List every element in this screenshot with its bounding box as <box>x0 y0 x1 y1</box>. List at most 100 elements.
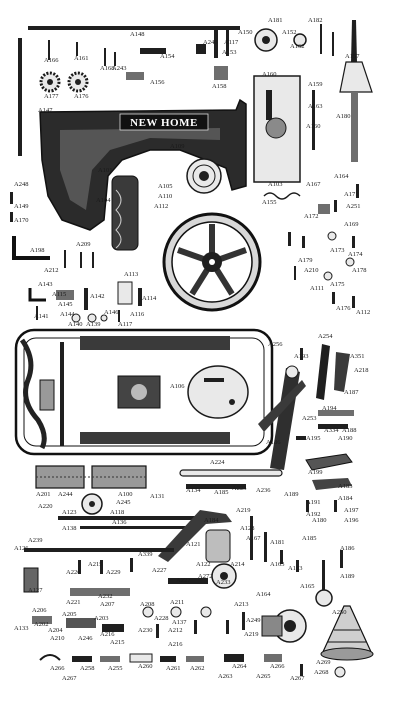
top-parts-group <box>18 20 373 183</box>
part-label: A148 <box>130 31 144 38</box>
part-small-plate <box>72 656 92 662</box>
part-label: A133 <box>14 625 28 632</box>
part-label: A250 <box>332 609 346 616</box>
part-screw <box>78 560 81 574</box>
part-lever-arm <box>316 344 330 400</box>
part-wheel <box>315 589 333 607</box>
part-rod <box>80 526 200 529</box>
part-label: A268 <box>314 669 328 676</box>
part-screw <box>194 620 197 634</box>
part-bobbin-hub <box>220 572 228 580</box>
part-label: A169 <box>344 221 358 228</box>
part-label: A152 <box>282 29 296 36</box>
lower-parts-group <box>23 465 374 678</box>
part-label: A202 <box>34 621 48 628</box>
part-small-plate <box>224 654 244 662</box>
part-label: A160 <box>306 123 320 130</box>
part-label: A117 <box>118 321 133 328</box>
part-machine-arm-highlight <box>60 128 220 210</box>
part-bed-ornament-bottom <box>80 432 230 444</box>
part-screw <box>352 296 355 308</box>
part-label: A196 <box>344 517 359 524</box>
part-pin <box>264 532 267 562</box>
part-lever <box>28 288 46 302</box>
part-label: A126 <box>14 545 29 552</box>
part-label: A105 <box>158 183 172 190</box>
part-label: A187 <box>344 389 359 396</box>
part-label: A127 <box>28 587 43 594</box>
part-gear-hub <box>75 79 81 85</box>
part-label: A141 <box>34 313 48 320</box>
part-label: A186 <box>266 439 281 446</box>
part-rod <box>214 30 218 58</box>
part-screw <box>10 212 13 222</box>
part-label: A167 <box>246 535 261 542</box>
part-label: A164 <box>256 591 271 598</box>
part-label: A115 <box>52 291 66 298</box>
part-label: A178 <box>352 267 366 274</box>
part-label: A195 <box>306 435 320 442</box>
part-label: A243 <box>112 65 126 72</box>
part-label: A184 <box>338 495 353 502</box>
part-label: A256 <box>268 341 283 348</box>
part-label: A227 <box>152 567 167 574</box>
part-label: A111 <box>310 285 324 292</box>
part-rod <box>312 90 315 150</box>
part-label: A159 <box>308 81 322 88</box>
part-label: A258 <box>80 665 94 672</box>
part-label: A163 <box>270 561 284 568</box>
part-screwdriver-blade <box>351 20 357 62</box>
part-label: A175 <box>330 281 344 288</box>
part-tension-spring <box>263 192 301 200</box>
part-block <box>140 48 166 54</box>
part-label: A181 <box>268 17 282 24</box>
part-pin <box>250 516 253 560</box>
part-screw <box>242 612 245 630</box>
part-face-plate-slot <box>266 90 272 120</box>
part-label: A236 <box>256 487 271 494</box>
part-screw <box>340 550 343 568</box>
part-bracket <box>318 204 330 214</box>
part-shuttle <box>305 453 353 471</box>
bed-plate-group <box>14 328 274 456</box>
part-label: A168 <box>100 65 114 72</box>
part-label: A255 <box>108 665 122 672</box>
part-label: A339 <box>138 551 152 558</box>
part-label: A219 <box>236 507 250 514</box>
part-label: A166 <box>44 57 59 64</box>
part-pulley-hub <box>199 171 209 181</box>
part-screw <box>352 236 355 248</box>
part-washer <box>87 313 97 323</box>
part-bracket <box>117 281 133 305</box>
part-label: A180 <box>336 113 350 120</box>
part-plate <box>168 578 208 584</box>
part-label: A116 <box>130 311 145 318</box>
part-label: A201 <box>36 491 50 498</box>
part-label: A143 <box>38 281 52 288</box>
part-label: A205 <box>62 611 76 618</box>
part-label: A272 <box>198 573 212 580</box>
part-label: A176 <box>74 93 89 100</box>
part-label: A263 <box>218 673 232 680</box>
part-screw <box>104 48 106 66</box>
part-lever-arm <box>334 352 350 392</box>
part-rod <box>58 516 208 520</box>
part-label: A213 <box>234 601 248 608</box>
part-screw <box>302 236 305 248</box>
part-label: A240 <box>203 39 217 46</box>
part-label: A172 <box>304 213 318 220</box>
part-label: A101 <box>98 167 112 174</box>
part-label: A244 <box>58 491 73 498</box>
part-washer <box>327 231 337 241</box>
part-pin <box>294 266 296 280</box>
part-label: A114 <box>142 295 157 302</box>
part-label: A260 <box>138 663 152 670</box>
part-disc-hub <box>89 501 95 507</box>
part-screwdriver-shaft <box>351 92 358 162</box>
part-plate <box>70 588 130 596</box>
part-washer <box>142 606 154 618</box>
part-link <box>318 424 348 429</box>
part-disc-hub <box>262 36 270 44</box>
part-bracket <box>56 290 74 300</box>
